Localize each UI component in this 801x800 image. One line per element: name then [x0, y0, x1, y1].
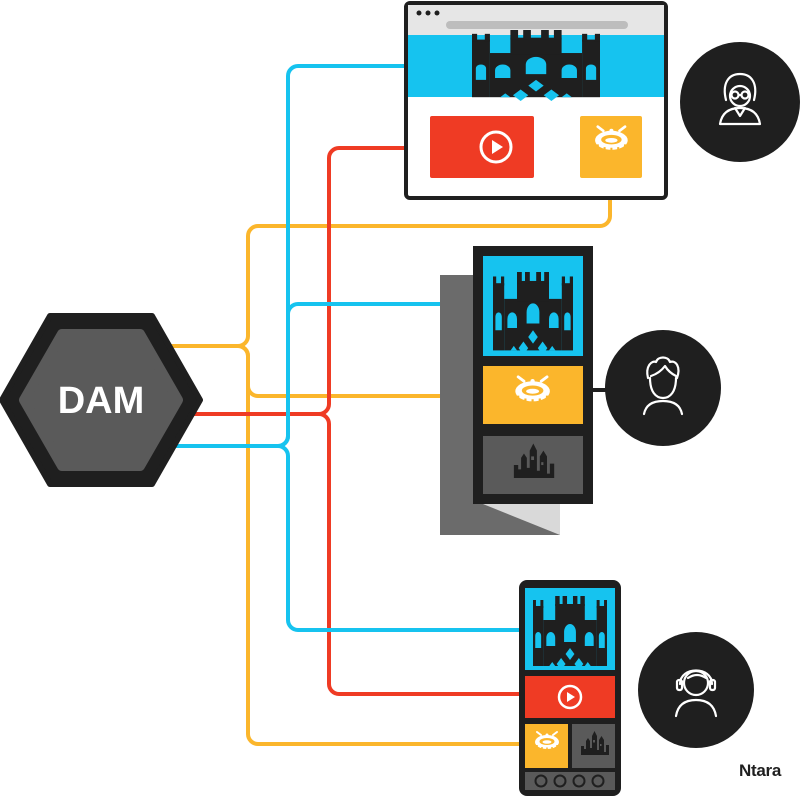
- nav-dot-icon: [553, 774, 567, 788]
- blue-line-website: [170, 64, 412, 448]
- avatar-circle: [680, 42, 800, 162]
- user-headset-icon: [674, 669, 718, 718]
- nav-dot-icon: [591, 774, 605, 788]
- website-channel: [404, 1, 668, 200]
- play-triangle-icon: [567, 692, 575, 702]
- user-avatar-mobile: [638, 632, 754, 748]
- brochure-fold: [478, 502, 560, 535]
- blue-line-mobile: [170, 444, 524, 632]
- nav-dot-icon: [572, 774, 586, 788]
- red-line-website: [176, 146, 434, 416]
- dam-label: DAM: [58, 380, 145, 422]
- yellow-line-website: [170, 176, 612, 348]
- avatar-circle: [605, 330, 721, 446]
- dam-hexagon-inner: [19, 329, 183, 471]
- play-triangle-icon: [492, 140, 503, 154]
- video-play-icon: [479, 130, 513, 164]
- user-avatar-print: [605, 330, 721, 446]
- brand-logo: Ntara: [739, 761, 782, 780]
- browser-toolbar: [408, 5, 664, 35]
- yellow-line-mobile: [170, 344, 528, 746]
- avatar-circle: [638, 632, 754, 748]
- nav-dot-icon: [534, 774, 548, 788]
- window-dot-icon: [416, 10, 422, 16]
- window-dot-icon: [434, 10, 440, 16]
- user-glasses-icon: [718, 72, 762, 126]
- video-play-icon: [557, 684, 583, 710]
- connector-lines: [170, 64, 612, 746]
- mobile-channel: [519, 580, 621, 796]
- phone-nav-bar: [525, 772, 615, 790]
- brochure-shadow: [440, 275, 560, 535]
- user-avatar-website: [680, 42, 800, 162]
- dam-hub: DAM: [0, 313, 203, 487]
- print-channel: [440, 246, 612, 535]
- address-bar: [446, 21, 628, 29]
- user-curly-hair-icon: [642, 356, 684, 416]
- red-line-mobile: [176, 412, 528, 696]
- window-dot-icon: [425, 10, 431, 16]
